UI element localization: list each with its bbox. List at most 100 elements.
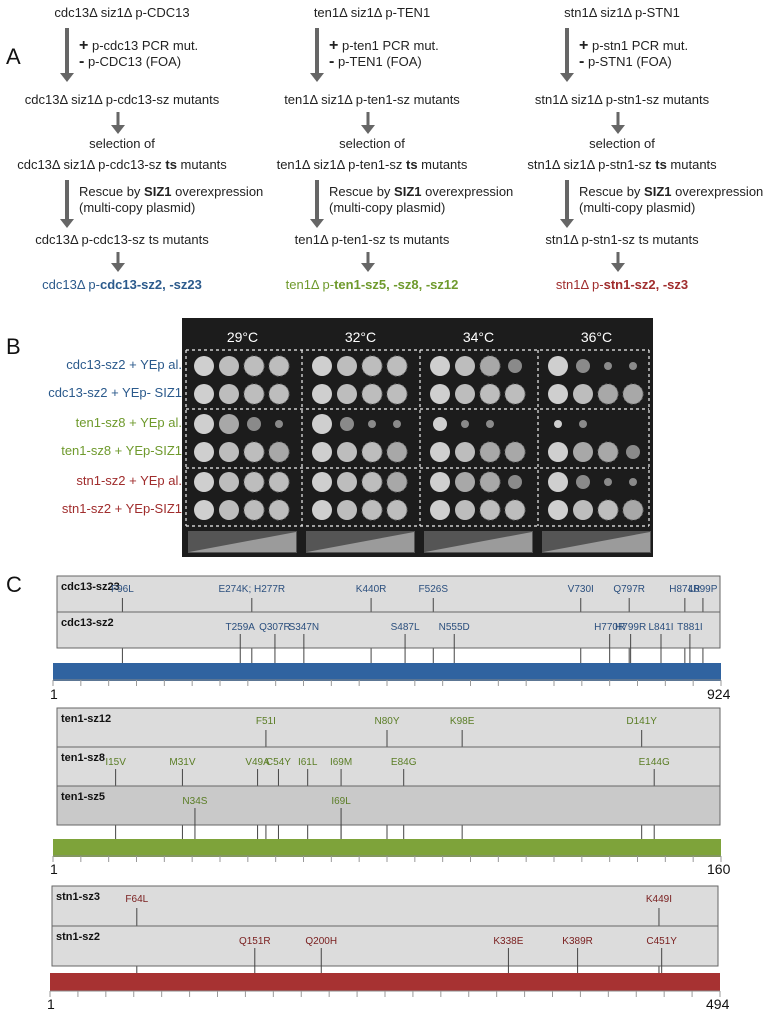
panel-a-label: A bbox=[6, 44, 21, 69]
temperature-label: 36°C bbox=[581, 329, 612, 345]
yeast-spot bbox=[622, 383, 644, 405]
flow-selection-2: selection of bbox=[589, 136, 655, 151]
flow-final-1: ten1Δ p-ten1-sz5, -sz8, -sz12 bbox=[286, 277, 459, 292]
step1-text: stn1Δ siz1Δ p-stn1-sz mutants bbox=[534, 92, 710, 107]
mutation-label: S487L bbox=[390, 622, 420, 633]
step3-text: stn1Δ p-stn1-sz ts mutants bbox=[545, 232, 699, 247]
mutation-label: E274K; H277R bbox=[218, 584, 286, 595]
yeast-spot bbox=[219, 500, 239, 520]
mutation-label: Q200H bbox=[305, 936, 338, 947]
final-alleles: stn1-sz2, -sz3 bbox=[603, 277, 689, 292]
ts-bold: ts bbox=[405, 157, 418, 172]
yeast-spot bbox=[576, 359, 590, 373]
flow-arrow-rescue bbox=[560, 180, 574, 228]
mutagenesis-note-1: + p-ten1 PCR mut.- p-TEN1 (FOA) bbox=[329, 38, 439, 70]
selection-text: selection of bbox=[89, 136, 155, 151]
mutation-label: I69M bbox=[329, 757, 353, 768]
mutation-label: K389R bbox=[562, 936, 593, 947]
yeast-spot bbox=[479, 441, 501, 463]
flow-step3-1: ten1Δ p-ten1-sz ts mutants bbox=[295, 232, 450, 247]
yeast-spot bbox=[312, 414, 332, 434]
flow-start-text: ten1Δ siz1Δ p-TEN1 bbox=[313, 5, 431, 20]
mutant-row-box bbox=[56, 707, 721, 748]
rescue-bold: SIZ1 bbox=[644, 184, 672, 199]
yeast-spot bbox=[194, 442, 214, 462]
rescue-note-1: Rescue by SIZ1 overexpression(multi-copy… bbox=[329, 184, 513, 216]
flow-start-2: stn1Δ siz1Δ p-STN1 bbox=[564, 5, 680, 20]
yeast-spot bbox=[433, 417, 447, 431]
rescue-note-0: Rescue by SIZ1 overexpression(multi-copy… bbox=[79, 184, 263, 216]
mutagenesis-note-2: + p-stn1 PCR mut.- p-STN1 (FOA) bbox=[579, 38, 688, 70]
mutation-label: Q797R bbox=[613, 584, 646, 595]
flow-ts-2: stn1Δ siz1Δ p-stn1-sz ts mutants bbox=[527, 157, 716, 172]
ts-prefix: stn1Δ siz1Δ p-stn1-sz bbox=[527, 157, 656, 172]
mutation-label: K440R bbox=[355, 584, 387, 595]
step1-text: ten1Δ siz1Δ p-ten1-sz mutants bbox=[284, 92, 460, 107]
flow-arrow-small bbox=[361, 252, 375, 272]
scale-start-label: 1 bbox=[47, 996, 55, 1012]
flow-final-0: cdc13Δ p-cdc13-sz2, -sz23 bbox=[42, 277, 202, 292]
mutation-label: E144G bbox=[638, 757, 670, 768]
yeast-spot bbox=[194, 384, 214, 404]
mutation-label: T259A bbox=[225, 622, 255, 633]
mutation-label: K449I bbox=[645, 894, 673, 905]
yeast-spot bbox=[312, 472, 332, 492]
yeast-spot bbox=[479, 471, 501, 493]
ts-prefix: ten1Δ siz1Δ p-ten1-sz bbox=[276, 157, 406, 172]
yeast-spot bbox=[312, 356, 332, 376]
yeast-spot bbox=[312, 384, 332, 404]
flow-arrow-rescue bbox=[310, 180, 324, 228]
flow-start-1: ten1Δ siz1Δ p-TEN1 bbox=[314, 5, 430, 20]
plus-text: p-ten1 PCR mut. bbox=[341, 38, 439, 53]
yeast-spot bbox=[268, 441, 290, 463]
selection-text: selection of bbox=[589, 136, 655, 151]
mutation-label: N34S bbox=[182, 796, 208, 807]
yeast-spot bbox=[194, 356, 214, 376]
scale-end-label: 494 bbox=[706, 996, 730, 1012]
panel-c-label: C bbox=[6, 572, 22, 597]
dilution-wedge bbox=[543, 532, 650, 552]
yeast-spot bbox=[579, 420, 587, 428]
flow-arrows bbox=[60, 28, 625, 272]
yeast-spot bbox=[626, 445, 640, 459]
yeast-spot bbox=[604, 478, 612, 486]
yeast-spot bbox=[219, 442, 239, 462]
flow-step3-2: stn1Δ p-stn1-sz ts mutants bbox=[545, 232, 698, 247]
yeast-spot bbox=[361, 499, 383, 521]
mutation-label: H874R bbox=[669, 584, 701, 595]
yeast-spot bbox=[337, 356, 357, 376]
temperature-label: 34°C bbox=[463, 329, 494, 345]
yeast-spot bbox=[194, 500, 214, 520]
selection-text: selection of bbox=[339, 136, 405, 151]
yeast-spot bbox=[622, 499, 644, 521]
yeast-spot bbox=[455, 500, 475, 520]
yeast-spot bbox=[597, 499, 619, 521]
rescue-bold: SIZ1 bbox=[394, 184, 422, 199]
scale-end-label: 160 bbox=[707, 861, 731, 877]
dilution-wedge bbox=[307, 532, 414, 552]
yeast-spot bbox=[629, 478, 637, 486]
mutant-allele-label: cdc13-sz23 bbox=[61, 581, 120, 593]
ts-suffix: mutants bbox=[666, 157, 717, 172]
yeast-spot bbox=[386, 471, 408, 493]
strain-label: stn1-sz2 + YEp al. bbox=[76, 473, 182, 488]
rescue-suffix: overexpression bbox=[421, 184, 514, 199]
minus-sign: - bbox=[329, 53, 335, 70]
yeast-spot bbox=[455, 384, 475, 404]
strain-label: cdc13-sz2 + YEp al. bbox=[66, 357, 182, 372]
flow-arrow-mutagenesis bbox=[60, 28, 74, 82]
dilution-wedge bbox=[189, 532, 296, 552]
yeast-spot bbox=[312, 442, 332, 462]
mutation-label: N555D bbox=[438, 622, 470, 633]
ts-prefix: cdc13Δ siz1Δ p-cdc13-sz bbox=[17, 157, 166, 172]
flow-selection-0: selection of bbox=[89, 136, 155, 151]
mutation-label: I15V bbox=[105, 757, 126, 768]
mutation-label: K338E bbox=[493, 936, 524, 947]
yeast-spot bbox=[243, 441, 265, 463]
flow-arrow-mutagenesis bbox=[310, 28, 324, 82]
mutant-allele-label: ten1-sz5 bbox=[61, 791, 106, 803]
mutation-label: H770R bbox=[594, 622, 626, 633]
yeast-spot bbox=[337, 442, 357, 462]
strain-label: cdc13-sz2 + YEp- SIZ1 bbox=[48, 385, 182, 400]
